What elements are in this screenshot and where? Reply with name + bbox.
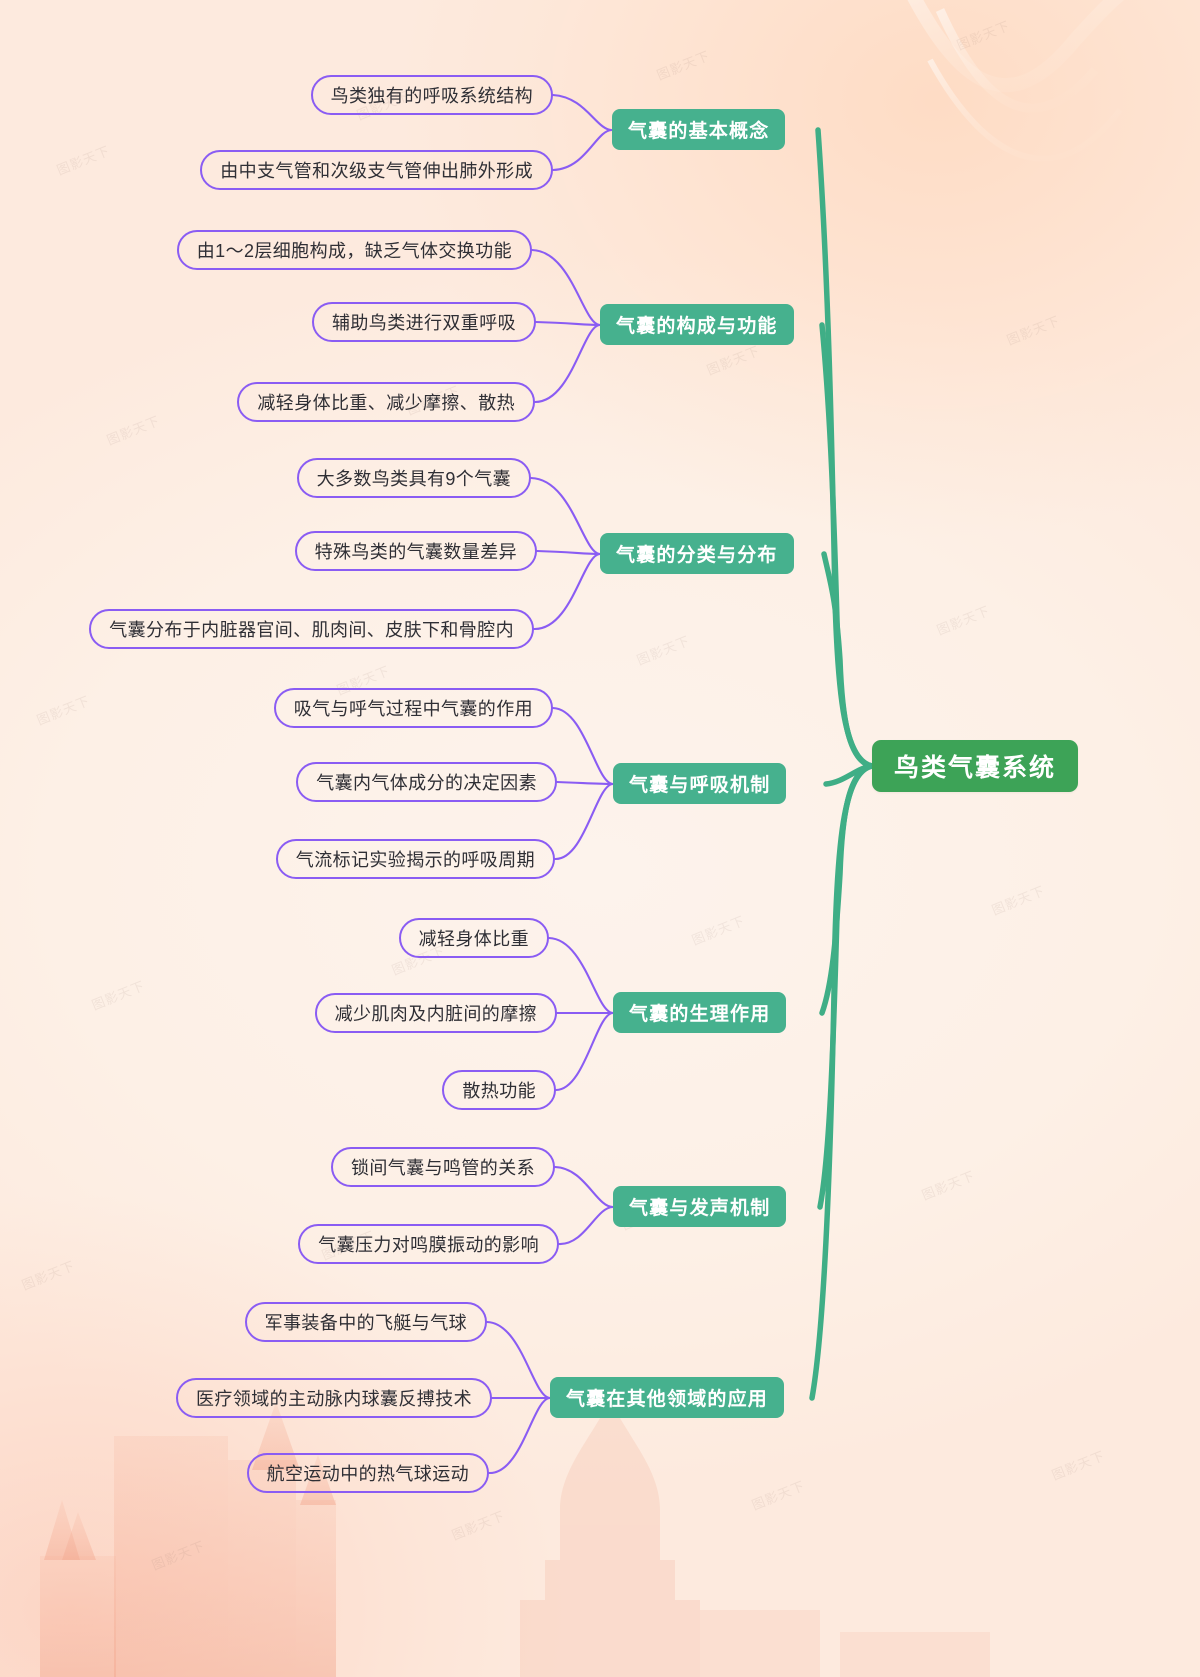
watermark: 图影天下 — [634, 632, 693, 668]
leaf-node-3-3-label: 气囊分布于内脏器官间、肌肉间、皮肤下和骨腔内 — [109, 620, 514, 640]
root-node-label: 鸟类气囊系统 — [894, 754, 1057, 782]
leaf-node-7-3[interactable]: 航空运动中的热气球运动 — [246, 1453, 489, 1493]
leaf-node-6-2[interactable]: 气囊压力对鸣膜振动的影响 — [298, 1224, 559, 1264]
leaf-node-4-2-label: 气囊内气体成分的决定因素 — [316, 773, 537, 793]
leaf-node-1-1[interactable]: 鸟类独有的呼吸系统结构 — [310, 75, 553, 115]
watermark: 图影天下 — [934, 602, 993, 638]
leaf-node-4-1[interactable]: 吸气与呼气过程中气囊的作用 — [273, 688, 553, 728]
branch-node-1[interactable]: 气囊的基本概念 — [612, 109, 786, 150]
branch-node-2-label: 气囊的构成与功能 — [616, 316, 778, 337]
leaf-node-5-1-label: 减轻身体比重 — [418, 929, 529, 949]
leaf-node-7-2[interactable]: 医疗领域的主动脉内球囊反搏技术 — [176, 1378, 492, 1418]
watermark: 图影天下 — [19, 1257, 78, 1293]
watermark: 图影天下 — [1049, 1447, 1108, 1483]
leaf-node-5-2-label: 减少肌肉及内脏间的摩擦 — [334, 1004, 537, 1024]
leaf-node-2-3[interactable]: 减轻身体比重、减少摩擦、散热 — [237, 382, 535, 422]
leaf-node-5-1[interactable]: 减轻身体比重 — [398, 918, 549, 958]
leaf-node-7-3-label: 航空运动中的热气球运动 — [266, 1464, 469, 1484]
leaf-node-6-2-label: 气囊压力对鸣膜振动的影响 — [318, 1235, 539, 1255]
leaf-node-6-1[interactable]: 锁间气囊与鸣管的关系 — [331, 1147, 555, 1187]
watermark: 图影天下 — [89, 977, 148, 1013]
branch-node-2[interactable]: 气囊的构成与功能 — [600, 304, 794, 345]
leaf-node-3-3[interactable]: 气囊分布于内脏器官间、肌肉间、皮肤下和骨腔内 — [89, 609, 534, 649]
leaf-node-4-3-label: 气流标记实验揭示的呼吸周期 — [295, 850, 535, 870]
branch-node-3-label: 气囊的分类与分布 — [616, 545, 778, 566]
leaf-node-4-2[interactable]: 气囊内气体成分的决定因素 — [296, 762, 557, 802]
leaf-node-1-2[interactable]: 由中支气管和次级支气管伸出肺外形成 — [200, 150, 553, 190]
watermark: 图影天下 — [1004, 312, 1063, 348]
leaf-node-2-1-label: 由1～2层细胞构成，缺乏气体交换功能 — [196, 241, 512, 261]
leaf-node-1-2-label: 由中支气管和次级支气管伸出肺外形成 — [220, 161, 533, 181]
watermark: 图影天下 — [954, 17, 1013, 53]
branch-node-4[interactable]: 气囊与呼吸机制 — [613, 763, 787, 804]
watermark: 图影天下 — [104, 412, 163, 448]
leaf-node-6-1-label: 锁间气囊与鸣管的关系 — [351, 1158, 535, 1178]
watermark: 图影天下 — [54, 142, 113, 178]
leaf-node-5-2[interactable]: 减少肌肉及内脏间的摩擦 — [314, 993, 557, 1033]
leaf-node-7-1[interactable]: 军事装备中的飞艇与气球 — [244, 1302, 487, 1342]
watermark: 图影天下 — [704, 342, 763, 378]
watermark: 图影天下 — [34, 692, 93, 728]
branch-node-5[interactable]: 气囊的生理作用 — [613, 992, 787, 1033]
branch-node-7[interactable]: 气囊在其他领域的应用 — [550, 1377, 785, 1418]
leaf-node-3-1[interactable]: 大多数鸟类具有9个气囊 — [296, 458, 531, 498]
leaf-node-7-2-label: 医疗领域的主动脉内球囊反搏技术 — [196, 1389, 472, 1409]
branch-node-5-label: 气囊的生理作用 — [629, 1004, 771, 1025]
watermark: 图影天下 — [919, 1167, 978, 1203]
leaf-node-1-1-label: 鸟类独有的呼吸系统结构 — [330, 86, 533, 106]
watermark: 图影天下 — [149, 1537, 208, 1573]
branch-node-4-label: 气囊与呼吸机制 — [629, 775, 771, 796]
leaf-node-5-3[interactable]: 散热功能 — [442, 1070, 556, 1110]
branch-node-3[interactable]: 气囊的分类与分布 — [600, 533, 794, 574]
branch-node-1-label: 气囊的基本概念 — [628, 121, 770, 142]
leaf-node-2-2-label: 辅助鸟类进行双重呼吸 — [332, 313, 516, 333]
leaf-node-3-2[interactable]: 特殊鸟类的气囊数量差异 — [294, 531, 537, 571]
leaf-node-5-3-label: 散热功能 — [462, 1081, 536, 1101]
watermark: 图影天下 — [989, 882, 1048, 918]
leaf-node-2-3-label: 减轻身体比重、减少摩擦、散热 — [257, 393, 515, 413]
watermark: 图影天下 — [654, 47, 713, 83]
leaf-node-2-2[interactable]: 辅助鸟类进行双重呼吸 — [312, 302, 536, 342]
branch-node-7-label: 气囊在其他领域的应用 — [566, 1389, 769, 1410]
watermark: 图影天下 — [749, 1477, 808, 1513]
leaf-node-3-1-label: 大多数鸟类具有9个气囊 — [316, 469, 511, 489]
root-node[interactable]: 鸟类气囊系统 — [872, 740, 1079, 792]
branch-node-6-label: 气囊与发声机制 — [629, 1198, 771, 1219]
leaf-node-4-1-label: 吸气与呼气过程中气囊的作用 — [293, 699, 533, 719]
branch-node-6[interactable]: 气囊与发声机制 — [613, 1186, 787, 1227]
leaf-node-4-3[interactable]: 气流标记实验揭示的呼吸周期 — [275, 839, 555, 879]
leaf-node-2-1[interactable]: 由1～2层细胞构成，缺乏气体交换功能 — [176, 230, 532, 270]
leaf-node-7-1-label: 军事装备中的飞艇与气球 — [264, 1313, 467, 1333]
watermark: 图影天下 — [689, 912, 748, 948]
watermark: 图影天下 — [449, 1507, 508, 1543]
leaf-node-3-2-label: 特殊鸟类的气囊数量差异 — [314, 542, 517, 562]
